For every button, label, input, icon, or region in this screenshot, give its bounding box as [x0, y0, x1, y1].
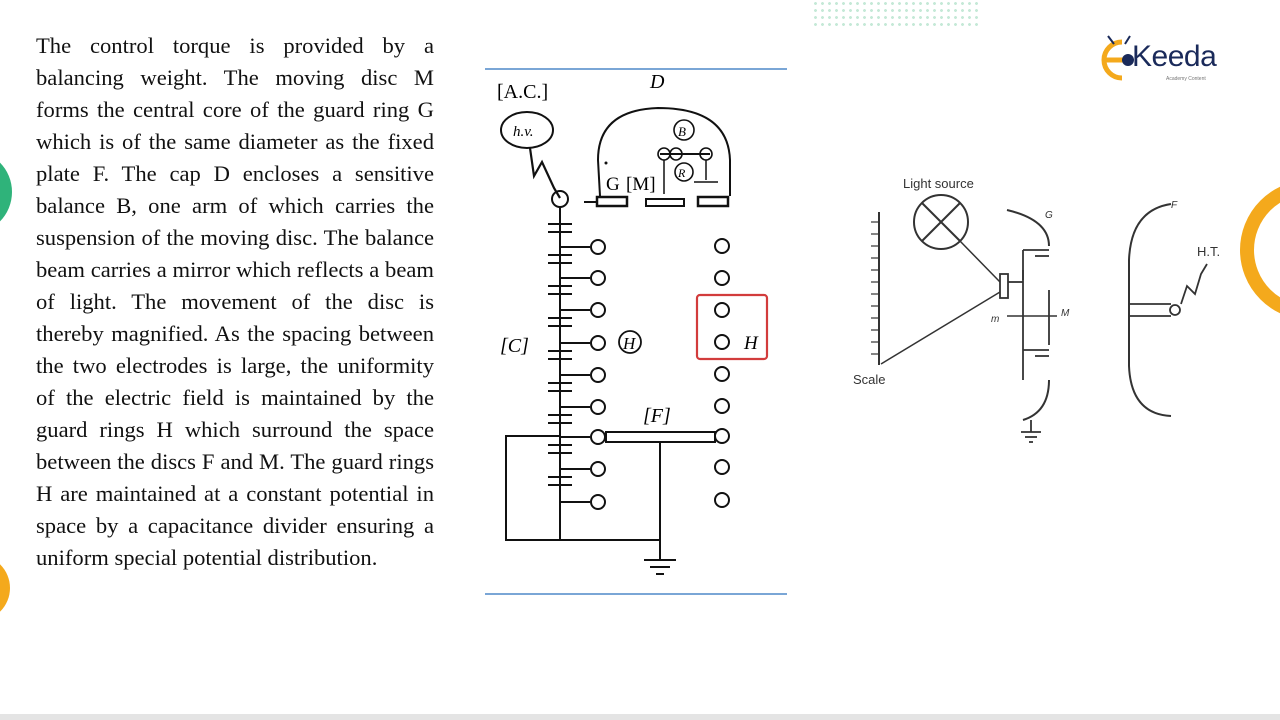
label-m-upper: M: [1061, 308, 1070, 319]
light-beam-diagram: Scale Light source G M m F: [853, 176, 1220, 443]
electrometer-diagram: [A.C.] h.v. D B R G [M]: [485, 68, 787, 595]
label-ht: H.T.: [1197, 244, 1220, 259]
logo-subtext: Academy Content: [1166, 76, 1206, 82]
label-g: G: [606, 174, 620, 195]
capacitor-stack: [548, 223, 606, 510]
label-scale: Scale: [853, 372, 886, 387]
label-f-right: F: [1171, 200, 1178, 211]
label-m: [M]: [626, 174, 656, 195]
logo-mark-icon: [1101, 35, 1134, 81]
label-d: D: [649, 71, 665, 93]
guard-rings: [714, 238, 730, 508]
decorative-orange-ring: [1240, 180, 1280, 320]
label-g-right: G: [1045, 210, 1053, 221]
label-r: R: [677, 166, 686, 180]
logo-text: Keeda: [1132, 40, 1217, 73]
decorative-green-shape: [0, 150, 12, 234]
decorative-dot-pattern: [812, 0, 982, 26]
label-ac: [A.C.]: [497, 81, 548, 103]
label-hv: h.v.: [513, 124, 534, 140]
highlight-box: [695, 293, 769, 361]
body-paragraph: The control torque is provided by a bala…: [36, 33, 434, 570]
bottom-bar: [0, 714, 1280, 720]
label-h-left: H: [622, 334, 637, 353]
label-light-source: Light source: [903, 176, 974, 191]
label-c: [C]: [500, 335, 529, 357]
label-b: B: [678, 124, 686, 139]
label-f: [F]: [643, 405, 671, 427]
decorative-orange-shape: [0, 555, 10, 621]
label-m-lower: m: [991, 314, 999, 325]
ekeeda-logo: Keeda Academy Content: [1092, 30, 1232, 90]
label-h-right: H: [743, 333, 759, 354]
